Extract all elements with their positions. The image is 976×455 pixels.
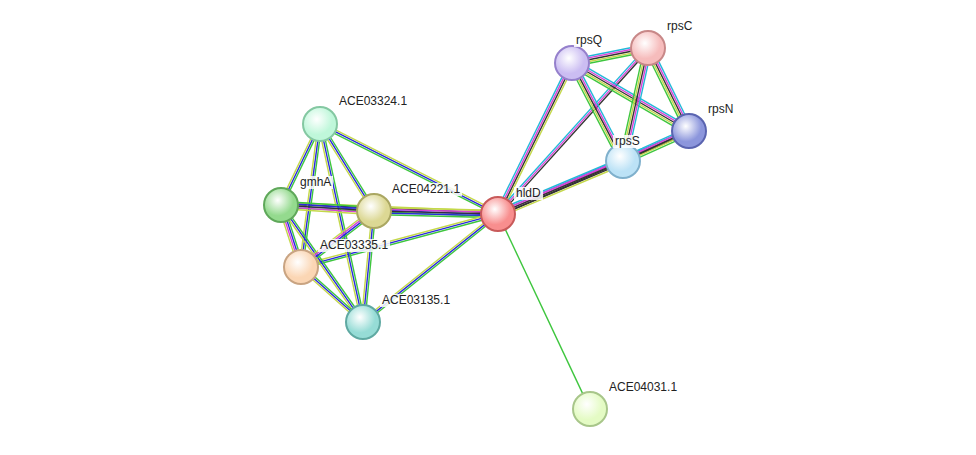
evidence-line xyxy=(377,226,485,313)
node-circle xyxy=(263,187,299,223)
interaction-edge xyxy=(284,220,299,251)
protein-node: ACE03135.1 xyxy=(345,304,381,340)
node-label: ACE04031.1 xyxy=(607,381,679,394)
evidence-line xyxy=(514,169,608,209)
node-label: rpsQ xyxy=(574,34,604,47)
evidence-line xyxy=(514,138,674,207)
evidence-line xyxy=(659,62,685,115)
node-circle xyxy=(630,30,666,66)
interaction-edge xyxy=(322,140,361,306)
interaction-edge xyxy=(505,229,582,393)
protein-node: rpsN xyxy=(671,113,707,149)
evidence-line xyxy=(580,78,615,146)
evidence-line xyxy=(303,141,318,250)
evidence-line xyxy=(578,79,613,147)
evidence-line xyxy=(298,210,357,214)
node-circle xyxy=(554,45,590,81)
evidence-line xyxy=(322,141,358,306)
node-circle xyxy=(572,391,608,427)
evidence-line xyxy=(314,278,351,310)
evidence-line xyxy=(305,141,320,250)
node-label: hldD xyxy=(514,187,543,200)
node-circle xyxy=(480,196,516,232)
node-circle xyxy=(345,304,381,340)
evidence-line xyxy=(577,80,612,148)
evidence-line xyxy=(375,223,483,310)
evidence-line xyxy=(514,139,674,209)
evidence-line xyxy=(391,208,481,210)
evidence-line xyxy=(376,225,484,312)
interaction-edge xyxy=(313,277,352,312)
interaction-edge xyxy=(334,130,483,208)
evidence-line xyxy=(503,77,562,197)
interaction-edge xyxy=(298,203,358,214)
node-label: rpsS xyxy=(613,135,642,148)
protein-node: rpsC xyxy=(630,30,666,66)
evidence-line xyxy=(657,62,683,115)
evidence-line xyxy=(623,64,641,144)
evidence-line xyxy=(505,78,564,198)
interaction-edge xyxy=(513,136,674,209)
evidence-line xyxy=(513,166,607,206)
evidence-line xyxy=(654,64,680,117)
interaction-edge xyxy=(375,223,486,313)
node-label: ACE03335.1 xyxy=(318,239,390,252)
evidence-line xyxy=(334,133,482,208)
evidence-line xyxy=(640,141,675,157)
node-circle xyxy=(605,143,641,179)
node-label: rpsN xyxy=(706,103,735,116)
evidence-line xyxy=(284,222,294,252)
evidence-line xyxy=(589,55,632,63)
evidence-line xyxy=(506,79,565,199)
interaction-edge xyxy=(512,164,609,210)
protein-node: rpsQ xyxy=(554,45,590,81)
node-label: gmhA xyxy=(298,176,333,189)
node-label: ACE03135.1 xyxy=(380,294,452,307)
node-label: ACE03324.1 xyxy=(337,95,409,108)
interaction-edge xyxy=(588,48,632,63)
protein-node: ACE03324.1 xyxy=(302,106,338,142)
interaction-edge xyxy=(637,135,675,157)
evidence-line xyxy=(656,63,682,116)
interaction-edge xyxy=(503,77,567,200)
node-circle xyxy=(283,249,319,285)
node-circle xyxy=(671,113,707,149)
node-label: rpsC xyxy=(665,20,694,33)
evidence-line xyxy=(336,130,484,205)
interaction-edge xyxy=(623,64,648,145)
protein-node: ACE04031.1 xyxy=(572,391,608,427)
protein-node: hldD xyxy=(480,196,516,232)
evidence-line xyxy=(589,53,632,61)
evidence-line xyxy=(508,80,567,200)
evidence-line xyxy=(625,64,643,144)
node-circle xyxy=(302,106,338,142)
evidence-line xyxy=(335,132,483,207)
evidence-line xyxy=(639,138,674,154)
interaction-edge xyxy=(391,208,481,217)
evidence-line xyxy=(505,229,582,393)
evidence-line xyxy=(639,140,674,156)
interaction-edge xyxy=(652,62,684,118)
protein-node: ACE04221.1 xyxy=(356,193,392,229)
evidence-line xyxy=(581,77,616,145)
evidence-line xyxy=(315,277,352,310)
evidence-line xyxy=(513,136,673,206)
evidence-line xyxy=(512,164,606,204)
node-circle xyxy=(356,193,392,229)
node-label: ACE04221.1 xyxy=(390,183,462,196)
protein-node: ACE03335.1 xyxy=(283,249,319,285)
evidence-line xyxy=(313,280,350,313)
evidence-line xyxy=(627,65,645,145)
protein-node: rpsS xyxy=(605,143,641,179)
evidence-line xyxy=(652,65,678,118)
evidence-line xyxy=(514,168,608,208)
protein-node: gmhA xyxy=(263,187,299,223)
